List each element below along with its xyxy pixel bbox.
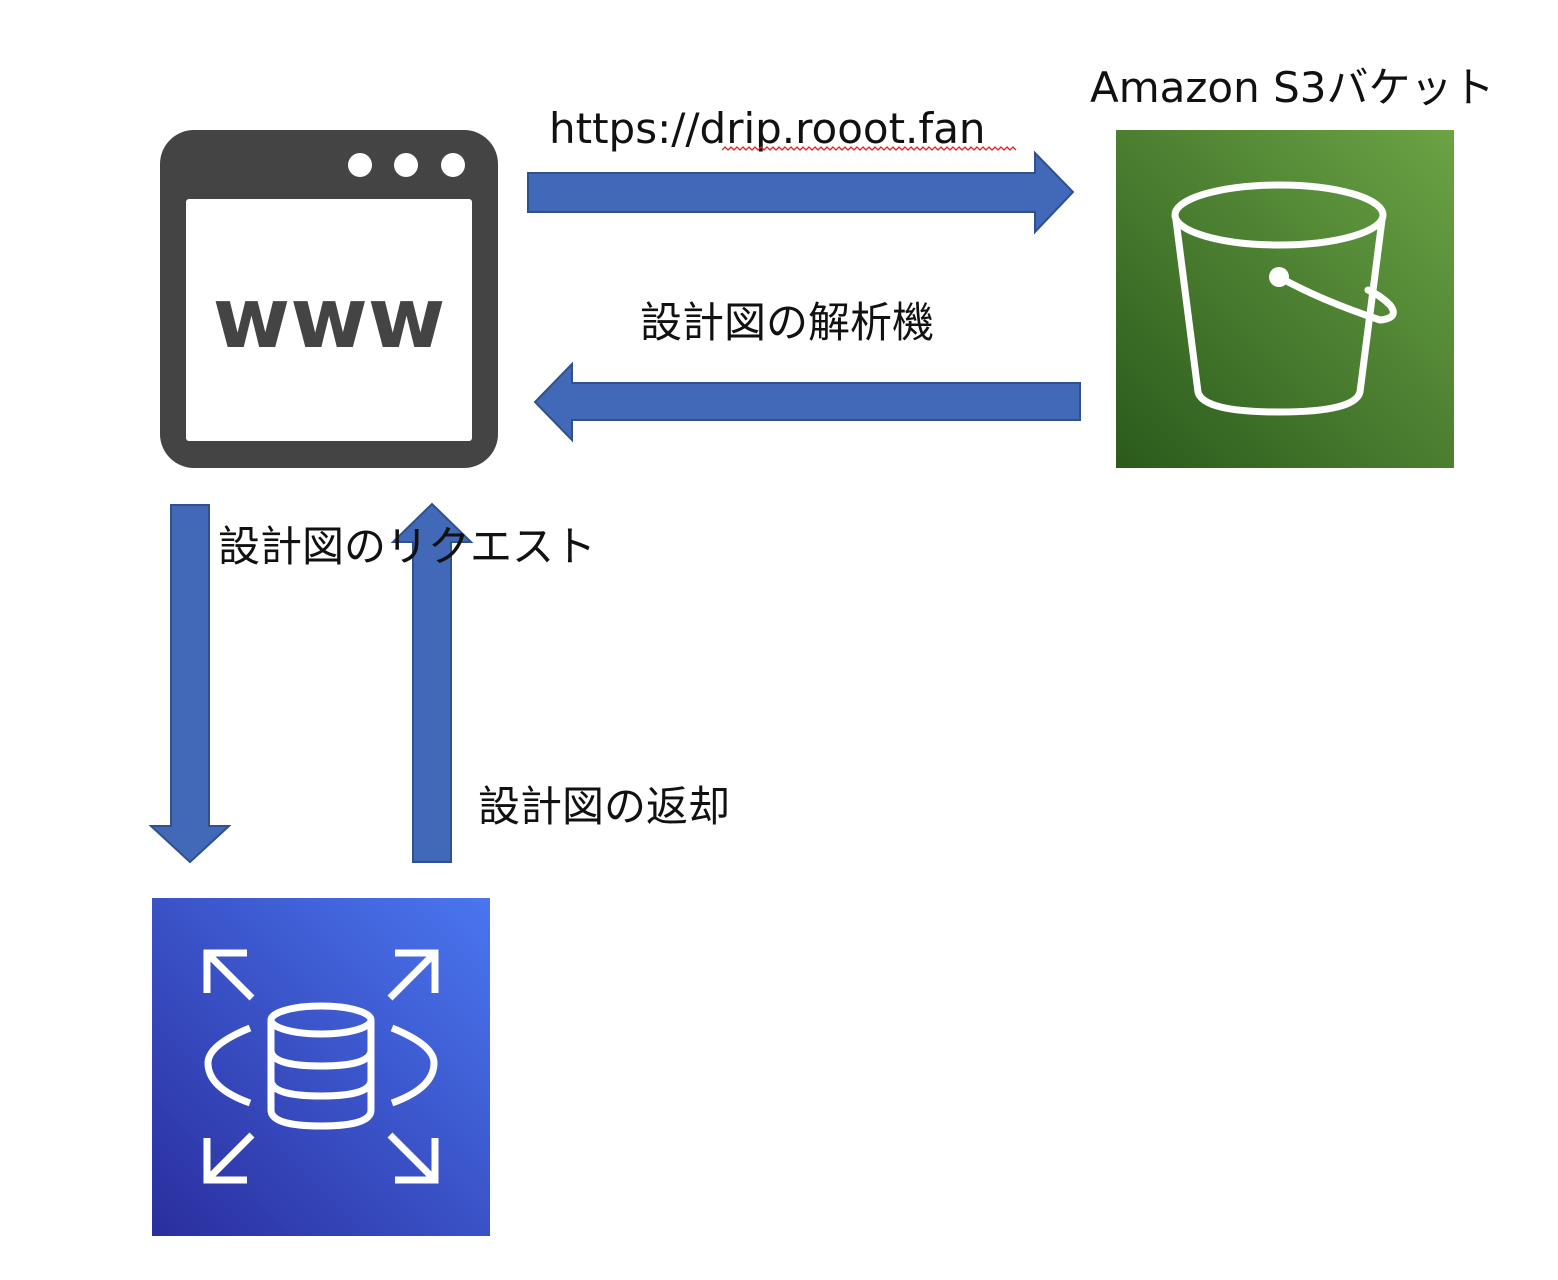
www-text: www [213, 269, 446, 367]
arrow-right-to-s3 [527, 150, 1075, 235]
s3-bucket-label: Amazon S3バケット [1090, 63, 1495, 112]
spellcheck-underline [722, 146, 1016, 151]
s3-bucket-icon [1116, 130, 1454, 468]
url-label: https://drip.rooot.fan [549, 104, 986, 153]
return-label: 設計図の返却 [478, 782, 731, 831]
rds-database-icon [152, 898, 490, 1236]
arrow-left-to-browser [533, 361, 1081, 443]
arrow-up-to-browser [390, 502, 474, 863]
arrow-down-to-rds [148, 504, 232, 864]
request-label: 設計図のリクエスト [218, 522, 597, 571]
browser-www-icon: www [160, 130, 498, 468]
analyzer-label: 設計図の解析機 [640, 298, 935, 347]
